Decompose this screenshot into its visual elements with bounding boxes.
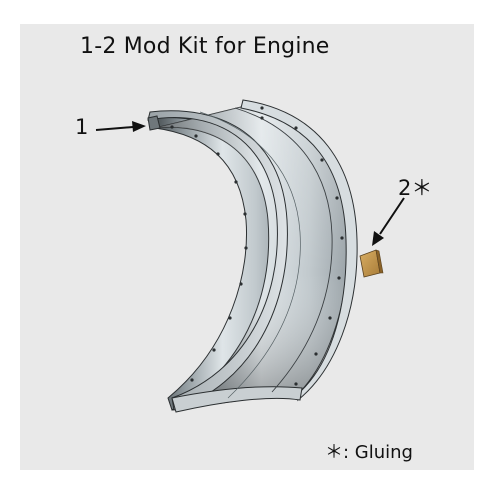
part-1-seam-line	[234, 107, 333, 393]
part-1-cowl-ring	[147, 99, 358, 413]
page-title: 1-2 Mod Kit for Engine	[80, 34, 330, 59]
callout-arrow-2	[372, 197, 405, 246]
callout-label-1: 1	[75, 115, 89, 139]
part-1-shading	[155, 106, 349, 410]
part-1-rivets	[170, 106, 344, 386]
part-2-tab	[359, 249, 384, 278]
callout-label-2: 2＊	[398, 176, 433, 200]
part-2-tab-edge	[375, 249, 384, 274]
part-1-front-flange	[147, 110, 288, 411]
part-1-bottom-flange	[171, 386, 303, 413]
part-1-top-tab	[147, 115, 161, 131]
legend-gluing: ＊: Gluing	[325, 442, 413, 463]
part-1-seam-line	[199, 111, 301, 399]
callout-arrow-1	[95, 121, 146, 132]
